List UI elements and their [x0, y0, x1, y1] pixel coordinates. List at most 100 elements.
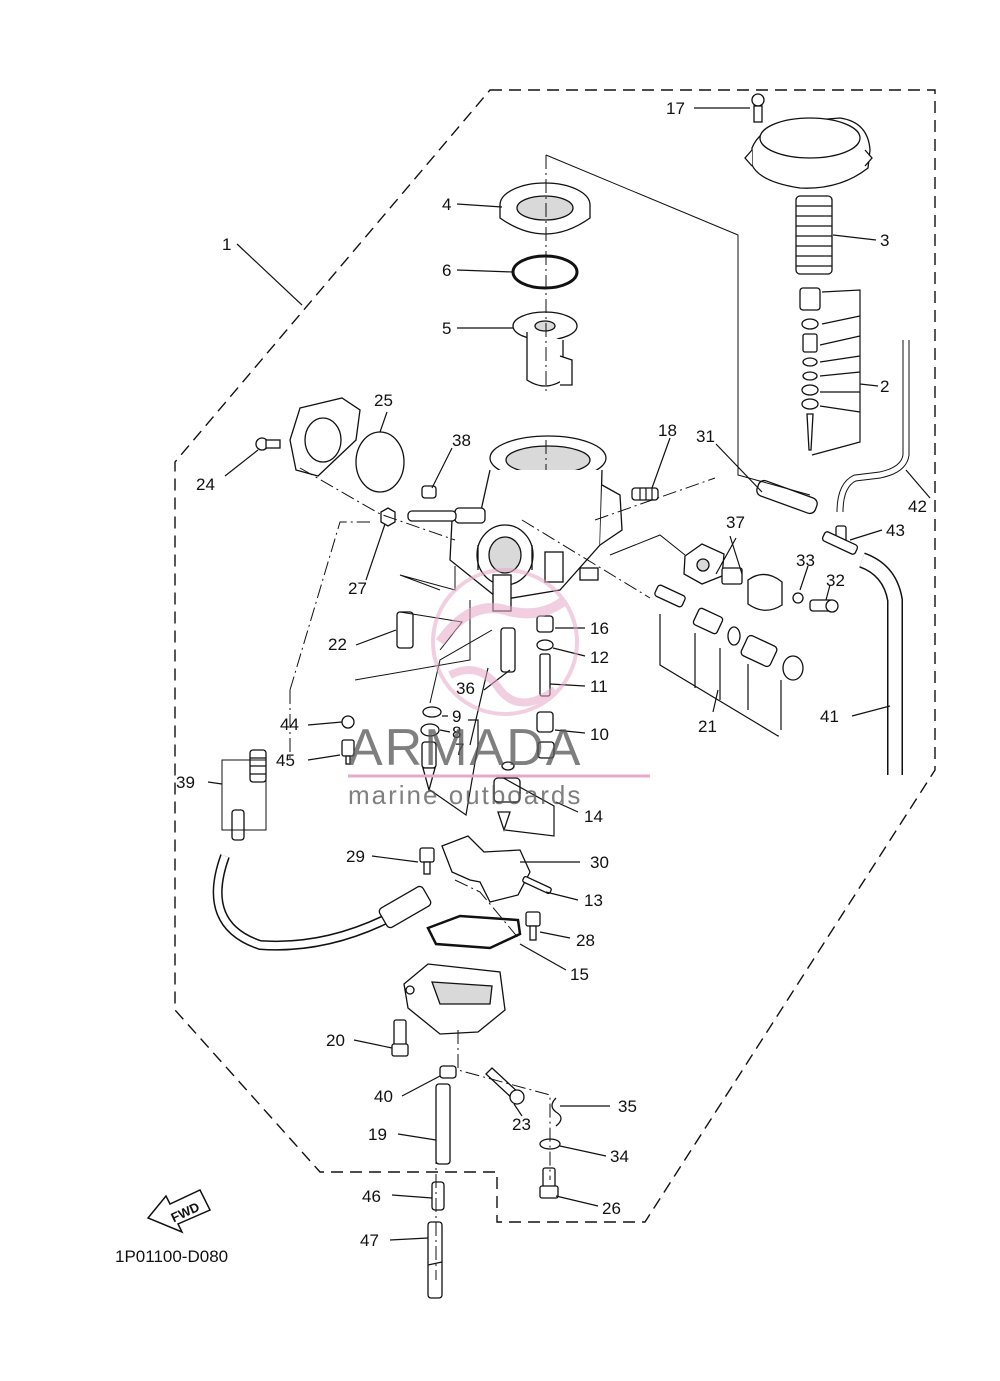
callout-15: 15 [570, 965, 589, 984]
callout-16: 16 [590, 619, 609, 638]
callout-27: 27 [348, 579, 367, 598]
callout-9: 9 [452, 707, 461, 726]
callout-28: 28 [576, 931, 595, 950]
watermark-logo-icon [431, 568, 579, 716]
plate [289, 397, 361, 477]
assembly-lines [289, 154, 811, 1280]
callout-31: 31 [696, 427, 715, 446]
callout-22: 22 [328, 635, 347, 654]
callout-10: 10 [590, 725, 609, 744]
fwd-arrow-icon: FWD [146, 1189, 212, 1234]
screw-45 [341, 739, 355, 765]
o-ring-9 [422, 706, 442, 718]
callout-38: 38 [452, 431, 471, 450]
carburetor-body [407, 435, 623, 612]
callout-47: 47 [360, 1231, 379, 1250]
callout-46: 46 [362, 1187, 381, 1206]
float-30 [441, 835, 531, 903]
clamp-40 [439, 1065, 457, 1079]
watermark-tagline: marine outboards [348, 780, 582, 810]
callout-41: 41 [820, 707, 839, 726]
cable-39 [212, 749, 432, 951]
screw-20 [391, 1019, 409, 1057]
screw-7 [421, 741, 437, 793]
callout-2: 2 [880, 377, 889, 396]
callout-1: 1 [222, 235, 231, 254]
o-ring-8 [420, 723, 440, 737]
callout-13: 13 [584, 891, 603, 910]
callout-25: 25 [374, 391, 393, 410]
pin-13 [522, 875, 552, 895]
callout-24: 24 [196, 475, 215, 494]
callout-20: 20 [326, 1031, 345, 1050]
diaphragm-cover [744, 117, 873, 189]
float-bowl [403, 963, 506, 1035]
screw-18 [631, 487, 659, 501]
callout-36: 36 [456, 679, 475, 698]
callout-35: 35 [618, 1097, 637, 1116]
cap-38 [421, 485, 437, 499]
gasket-15 [426, 914, 522, 950]
assembly-boundary [174, 89, 936, 1223]
jet-10 [536, 711, 554, 733]
o-ring-6 [511, 254, 579, 290]
shaft-31 [756, 479, 818, 515]
screw-17 [751, 93, 765, 123]
callout-7: 7 [455, 740, 464, 759]
callout-43: 43 [886, 521, 905, 540]
screw-23 [485, 1067, 525, 1105]
callout-44: 44 [280, 715, 299, 734]
callout-14: 14 [584, 807, 603, 826]
screw-26 [539, 1167, 559, 1199]
spring-3 [795, 195, 833, 275]
callout-29: 29 [346, 847, 365, 866]
callout-3: 3 [880, 231, 889, 250]
screw-24 [255, 437, 281, 451]
callout-42: 42 [908, 497, 927, 516]
jet-needle-set [799, 287, 821, 451]
fitting-43 [821, 525, 859, 555]
callout-34: 34 [610, 1147, 629, 1166]
o-ring-12 [536, 639, 554, 651]
callout-19: 19 [368, 1125, 387, 1144]
callout-18: 18 [658, 421, 677, 440]
callout-4: 4 [442, 195, 451, 214]
callout-45: 45 [276, 751, 295, 770]
callout-8: 8 [452, 723, 461, 742]
gasket-25 [355, 431, 405, 493]
pump-21 [654, 584, 804, 681]
callout-30: 30 [590, 853, 609, 872]
cap-4 [499, 182, 591, 235]
tube-36 [500, 627, 516, 673]
watermark: ARMADA marine outboards [348, 568, 650, 810]
tube-19 [435, 1083, 451, 1165]
callout-32: 32 [826, 571, 845, 590]
callout-12: 12 [590, 648, 609, 667]
tube-47 [427, 1221, 443, 1299]
hose-42 [836, 340, 910, 513]
callout-23: 23 [512, 1115, 531, 1134]
plug-22 [396, 611, 414, 649]
clip-35 [551, 1097, 562, 1127]
plate-37 [683, 543, 743, 585]
cover-32-33 [747, 573, 839, 613]
callout-6: 6 [442, 261, 451, 280]
callout-numbers: 1 2 3 4 5 6 7 8 9 10 11 12 13 14 15 16 1… [176, 99, 927, 1250]
screw-29 [419, 847, 435, 875]
jet-10b [537, 741, 555, 759]
callout-39: 39 [176, 773, 195, 792]
callout-21: 21 [698, 717, 717, 736]
jet-16 [536, 615, 554, 633]
callout-17: 17 [666, 99, 685, 118]
callout-37: 37 [726, 513, 745, 532]
piston-5 [512, 311, 578, 387]
callout-26: 26 [602, 1199, 621, 1218]
callout-11: 11 [590, 677, 608, 696]
callout-5: 5 [442, 319, 451, 338]
callout-40: 40 [374, 1087, 393, 1106]
o-ring-14a [501, 761, 515, 771]
callout-33: 33 [796, 551, 815, 570]
watermark-brand: ARMADA [348, 719, 582, 777]
leader-lines [207, 107, 931, 1241]
